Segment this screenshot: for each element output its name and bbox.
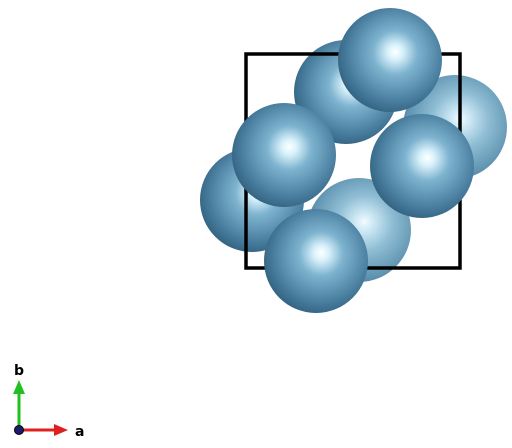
- atom: [338, 8, 442, 112]
- b-axis-arrowhead: [13, 380, 25, 394]
- a-axis-arrowhead: [54, 424, 68, 436]
- origin-dot: [14, 425, 24, 435]
- atom: [370, 114, 474, 218]
- axes-indicator: b a: [13, 363, 84, 440]
- atom: [232, 103, 336, 207]
- a-axis-label: a: [75, 424, 84, 440]
- b-axis-label: b: [14, 363, 24, 379]
- atom: [264, 209, 368, 313]
